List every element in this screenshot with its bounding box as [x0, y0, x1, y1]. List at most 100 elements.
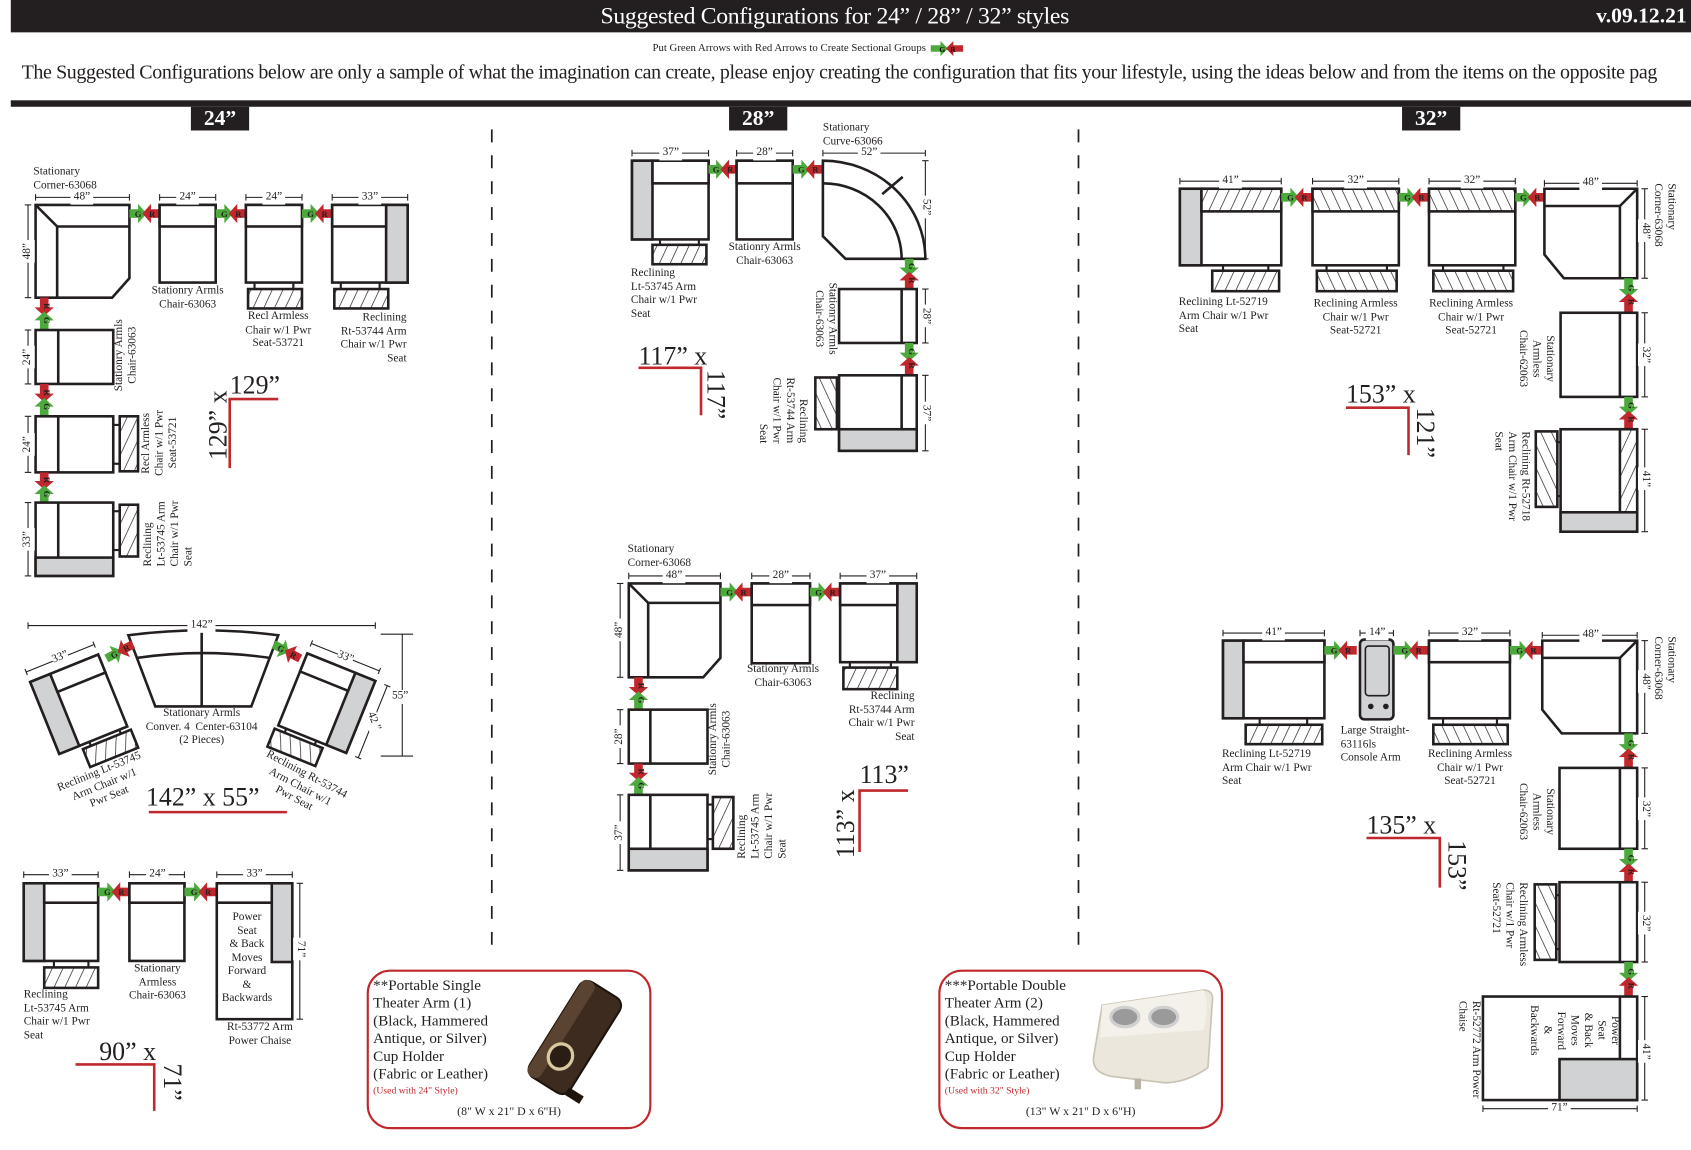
connector-arrows: GR [104, 639, 136, 664]
corner-piece [627, 582, 722, 679]
dimension-label: 33” [358, 190, 382, 205]
piece-label: Reclining Rt-53744 Arm Chair w/1 Pwr Sea… [756, 377, 809, 444]
recliner-armless [1558, 880, 1639, 964]
g-letter: G [1401, 646, 1408, 656]
dimension-label: 52” [918, 195, 933, 219]
piece-label: Stationry Armls Chair-63063 [812, 282, 838, 355]
r-letter: R [235, 209, 242, 219]
piece-label: Stationary Corner-63068 [1651, 636, 1678, 700]
arm-rest [28, 672, 81, 756]
piece-outline [128, 881, 186, 904]
red-arrow-icon [117, 639, 136, 657]
dimension-label: 24” [21, 432, 35, 456]
g-letter: G [191, 887, 198, 897]
green-arrow-icon [129, 203, 147, 224]
piece-label: Reclining Rt-53744 Arm Chair w/1 Pwr Sea… [340, 311, 407, 364]
dimension-label: 48” [613, 618, 627, 642]
piece-label: Reclining Rt-52718 Arm Chair w/1 Pwr Sea… [1492, 431, 1531, 522]
r-letter: R [1627, 983, 1637, 990]
footrest [842, 666, 899, 691]
red-arrow-icon [198, 882, 217, 902]
g-letter: G [42, 403, 52, 410]
dimension-label: 33” [48, 867, 72, 882]
green-arrow-icon [98, 882, 116, 902]
g-letter: G [636, 697, 646, 704]
version-label: v.09.12.21 [1596, 4, 1687, 29]
piece-label: Reclining Lt-52719 Arm Chair w/1 Pwr Sea… [1178, 296, 1269, 336]
arm-rest [627, 847, 709, 872]
g-letter: G [42, 491, 52, 498]
red-arrow-icon [1618, 748, 1639, 768]
section-label-24: 24” [190, 106, 250, 131]
footrest [1244, 723, 1324, 746]
total-size-marker [858, 789, 909, 853]
red-arrow-icon [111, 882, 130, 902]
connector-arrows: RG [34, 383, 54, 417]
footrest [1315, 269, 1398, 293]
red-arrow-icon [1618, 977, 1639, 997]
green-arrow-icon [792, 159, 810, 180]
single-theater-arm-image [527, 979, 623, 1104]
g-letter: G [1627, 968, 1637, 975]
total-size-marker [1345, 406, 1410, 456]
dimension-label: 37” [918, 401, 933, 425]
piece-label: Reclining Rt-53744 Arm Chair w/1 Pwr Sea… [848, 690, 915, 743]
connector-arrows: RG [34, 472, 54, 503]
cup-holder-icon [1383, 703, 1389, 710]
piece-outline [298, 651, 358, 693]
dimension-label: 33” [243, 867, 266, 882]
total-size: 142” x 55” [145, 784, 260, 813]
green-arrow-icon [301, 203, 320, 224]
green-arrow-icon [720, 582, 739, 602]
curved-center-piece [126, 629, 281, 708]
r-letter: R [1531, 646, 1538, 656]
svg-text:G: G [939, 45, 945, 54]
footrest [1618, 427, 1639, 514]
total-size-marker [638, 366, 703, 416]
armless-chair [1558, 766, 1639, 851]
footrest [1200, 187, 1283, 213]
g-letter: G [1404, 193, 1411, 203]
piece-outline [750, 582, 812, 607]
piece-label: Reclining Armless Chair w/1 Pwr Seat-527… [1313, 297, 1398, 337]
armless-chair [627, 708, 709, 765]
cup-holder-icon [546, 1042, 575, 1071]
header-bar: Suggested Configurations for 24” / 28” /… [10, 0, 1691, 33]
dimension-label: 24” [146, 867, 169, 882]
connector-arrows-group: GR [104, 639, 136, 664]
green-arrow-icon [184, 882, 203, 902]
piece-outline [1242, 639, 1326, 664]
arrow-legend: Put Green Arrows with Red Arrows to Crea… [0, 40, 1618, 57]
cup-holder-icon [1367, 703, 1374, 710]
accessory-card-single-arm: **Portable Single Theater Arm (1) (Black… [366, 969, 652, 1130]
total-size-depth: 71” [157, 1063, 186, 1101]
r-letter: R [288, 649, 299, 661]
footrest [118, 415, 140, 473]
r-letter: R [1345, 646, 1352, 656]
red-arrow-icon [34, 383, 54, 403]
total-size-width: 135” x [1366, 812, 1437, 841]
accessory-size: (13" W x 21" D x 6"H) [1025, 1105, 1136, 1119]
g-letter: G [135, 209, 142, 219]
accessory-note: (Used with 24" Style) [373, 1084, 458, 1096]
piece-label: Reclining Lt-53745 Arm Chair w/1 Pwr Sea… [23, 988, 90, 1042]
dimension-label: 37” [866, 569, 890, 583]
r-letter: R [1627, 754, 1637, 761]
g-letter: G [307, 209, 314, 219]
r-letter: R [636, 769, 646, 776]
g-letter: G [42, 317, 52, 324]
total-size-width: 129” [229, 372, 281, 401]
intro-text: The Suggested Configurations below are o… [21, 62, 1658, 85]
g-letter: G [726, 587, 733, 597]
g-letter: G [907, 348, 917, 355]
green-arrow-icon [1618, 962, 1639, 982]
total-size-width: 117” x [638, 342, 708, 372]
green-arrow-icon [104, 645, 122, 664]
dimension-label: 37” [613, 821, 627, 845]
piece-outline [838, 582, 899, 607]
piece-label: Stationary Corner-63068 [33, 166, 97, 192]
connector-arrows: GR [1618, 278, 1639, 313]
